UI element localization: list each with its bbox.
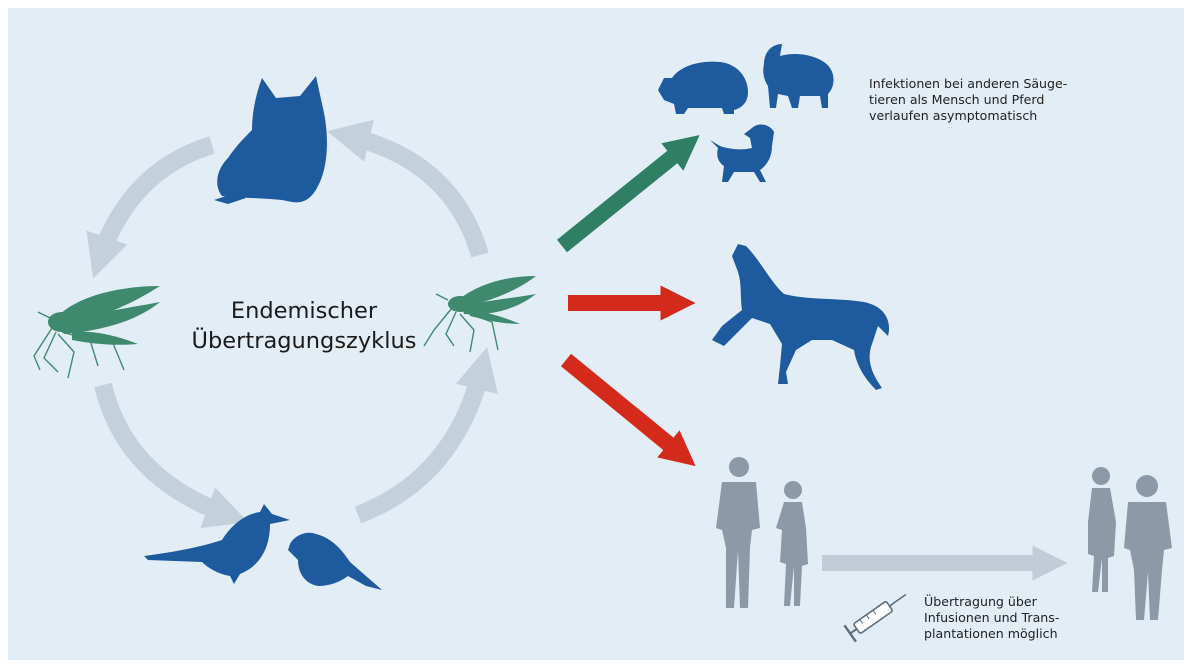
mammals-note-line: Infektionen bei anderen Säuge- (869, 76, 1067, 92)
mammals-note: Infektionen bei anderen Säuge- tieren al… (869, 76, 1067, 124)
cycle-arrow-bird-to-mosquito (358, 368, 482, 515)
cycle-title: Endemischer Übertragungszyklus (184, 296, 424, 356)
arrow-to-mammals (562, 146, 686, 246)
cycle-arrow-mosquito-to-owl (348, 136, 480, 255)
mammals-note-line: verlaufen asymptomatisch (869, 108, 1067, 124)
human-man-icon (1124, 475, 1172, 620)
mosquito-icon (424, 276, 536, 352)
pig-icon (658, 62, 748, 114)
transfer-note-line: Infusionen und Trans- (924, 610, 1059, 626)
arrow-to-humans (566, 360, 682, 455)
sheep-icon (763, 44, 833, 108)
transfer-note-line: Übertragung über (924, 594, 1059, 610)
dog-icon (710, 125, 774, 182)
syringe-icon (844, 586, 911, 641)
cycle-arrow-owl-to-mosquito (100, 145, 212, 258)
human-woman-icon (776, 481, 808, 606)
mammals-note-line: tieren als Mensch und Pferd (869, 92, 1067, 108)
owl-icon (214, 76, 327, 204)
cycle-title-line: Übertragungszyklus (184, 326, 424, 356)
human-woman-icon (1088, 467, 1116, 592)
mosquito-icon (34, 286, 160, 378)
transfer-note: Übertragung über Infusionen und Trans- p… (924, 594, 1059, 642)
transfer-note-line: plantationen möglich (924, 626, 1059, 642)
sparrow-icon (288, 533, 382, 590)
cycle-arrow-mosquito-to-bird (103, 385, 228, 515)
cycle-title-line: Endemischer (184, 296, 424, 326)
human-man-icon (716, 457, 760, 608)
horse-icon (712, 244, 889, 390)
